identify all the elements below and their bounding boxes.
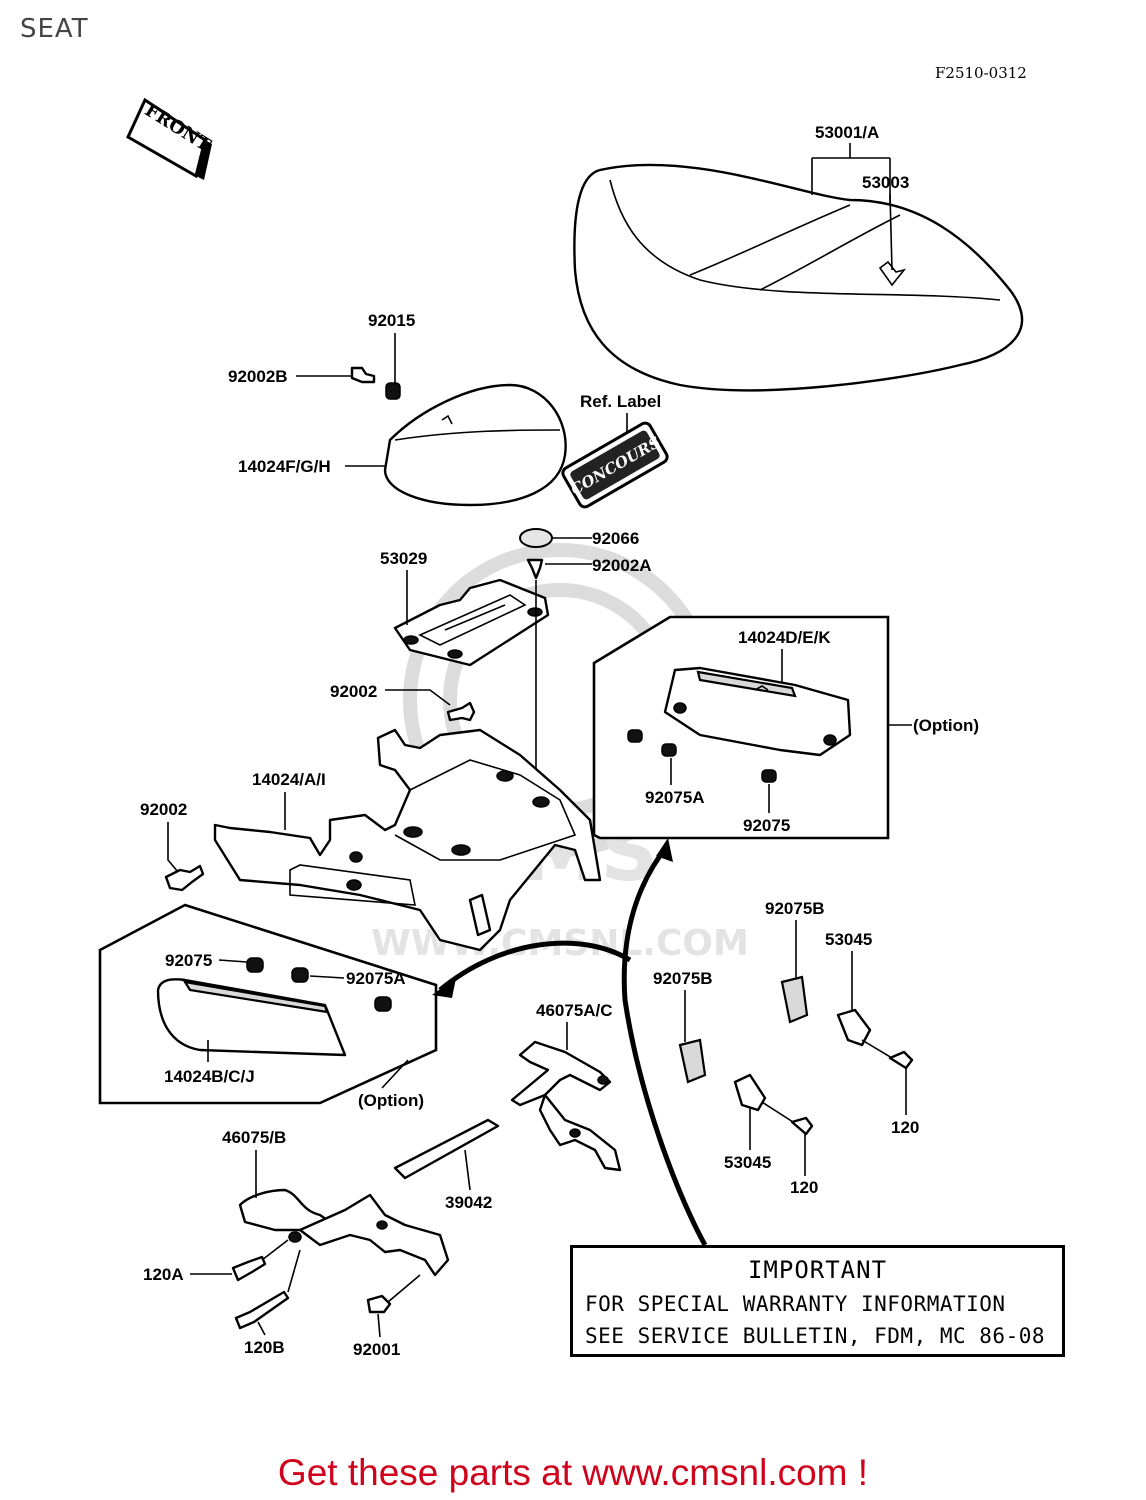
front-arrow-icon: FRONT [126,97,215,180]
label-120a-text: 120A [143,1265,184,1284]
bolt-92002-left [164,864,205,892]
label-92066-text: 92066 [592,529,639,548]
important-line-2: SEE SERVICE BULLETIN, FDM, MC 86-08 [585,1324,1046,1348]
label-92066: 92066 [552,529,639,548]
rubber-92075b-a [678,1038,707,1084]
rear-cover-14024a [213,728,602,952]
label-46075ac-text: 46075A/C [536,1001,613,1020]
label-92002-left: 92002 [140,800,187,873]
bolt-120a [231,1255,267,1282]
label-14024fgh: 14024F/G/H [238,457,385,476]
page-title: SEAT [20,14,89,44]
label-53029: 53029 [380,549,427,625]
label-14024fgh-text: 14024F/G/H [238,457,331,476]
bracket-46075ac [510,1040,622,1172]
bolt-120b [234,1290,290,1330]
label-92002-mid: 92002 [330,682,451,706]
bar-39042 [393,1118,500,1180]
screw-92002a [526,558,544,580]
label-53003-text: 53003 [862,173,909,192]
footer-link[interactable]: Get these parts at www.cmsnl.com ! [277,1452,869,1493]
ref-label-caption: Ref. Label [580,392,661,411]
label-46075b-text: 46075/B [222,1128,286,1147]
label-14024bcj-text: 14024B/C/J [164,1067,255,1086]
important-line-1: FOR SPECIAL WARRANTY INFORMATION [585,1292,1006,1316]
main-seat [573,163,1024,392]
clip-53045-b [733,1073,814,1136]
label-option-left: (Option) [358,1091,424,1110]
label-92002a: 92002A [545,556,652,575]
label-14024ai-text: 14024/A/I [252,770,326,789]
label-92075a-left-text: 92075A [346,969,406,988]
option-box-right [592,615,890,840]
label-92015-text: 92015 [368,311,415,330]
label-14024ai: 14024/A/I [252,770,326,830]
label-92002-left-text: 92002 [140,800,187,819]
label-39042-text: 39042 [445,1193,492,1212]
label-53045-a-text: 53045 [825,930,872,949]
pillion-cover [350,366,567,507]
label-120-b-text: 120 [790,1178,818,1197]
label-53001a-text: 53001/A [815,123,879,142]
label-92002a-text: 92002A [592,556,652,575]
option-box-left [98,903,438,1105]
label-92002b: 92002B [228,367,352,386]
bolt-92002-mid [446,701,476,722]
important-title: IMPORTANT [747,1256,888,1284]
label-92075b-b-text: 92075B [765,899,825,918]
clip-53045-a [836,1008,914,1070]
label-92075a-right-text: 92075A [645,788,705,807]
label-53003: 53003 [862,173,909,271]
bracket-53029 [393,578,550,667]
cap-92066 [519,528,553,548]
bolt-92001 [366,1294,392,1314]
rubber-92075b-b [780,975,809,1024]
label-92075-right-text: 92075 [743,816,790,835]
label-92075b-a-text: 92075B [653,969,713,988]
label-53045-b-text: 53045 [724,1153,771,1172]
label-92002-mid-text: 92002 [330,682,377,701]
label-53001a: 53001/A [811,123,891,205]
label-120b-text: 120B [244,1338,285,1357]
label-92001-text: 92001 [353,1340,400,1359]
label-92002b-text: 92002B [228,367,288,386]
label-53029-text: 53029 [380,549,427,568]
concours-badge-icon: CONCOURS [561,421,669,509]
important-notice: IMPORTANT FOR SPECIAL WARRANTY INFORMATI… [570,1245,1065,1357]
label-option-right: (Option) [913,716,979,735]
label-14024dek-text: 14024D/E/K [738,628,831,647]
label-120-a-text: 120 [891,1118,919,1137]
label-92015: 92015 [368,311,415,385]
diagram-code: F2510-0312 [935,64,1027,82]
lock-46075b [238,1188,450,1277]
label-92075-left-text: 92075 [165,951,212,970]
